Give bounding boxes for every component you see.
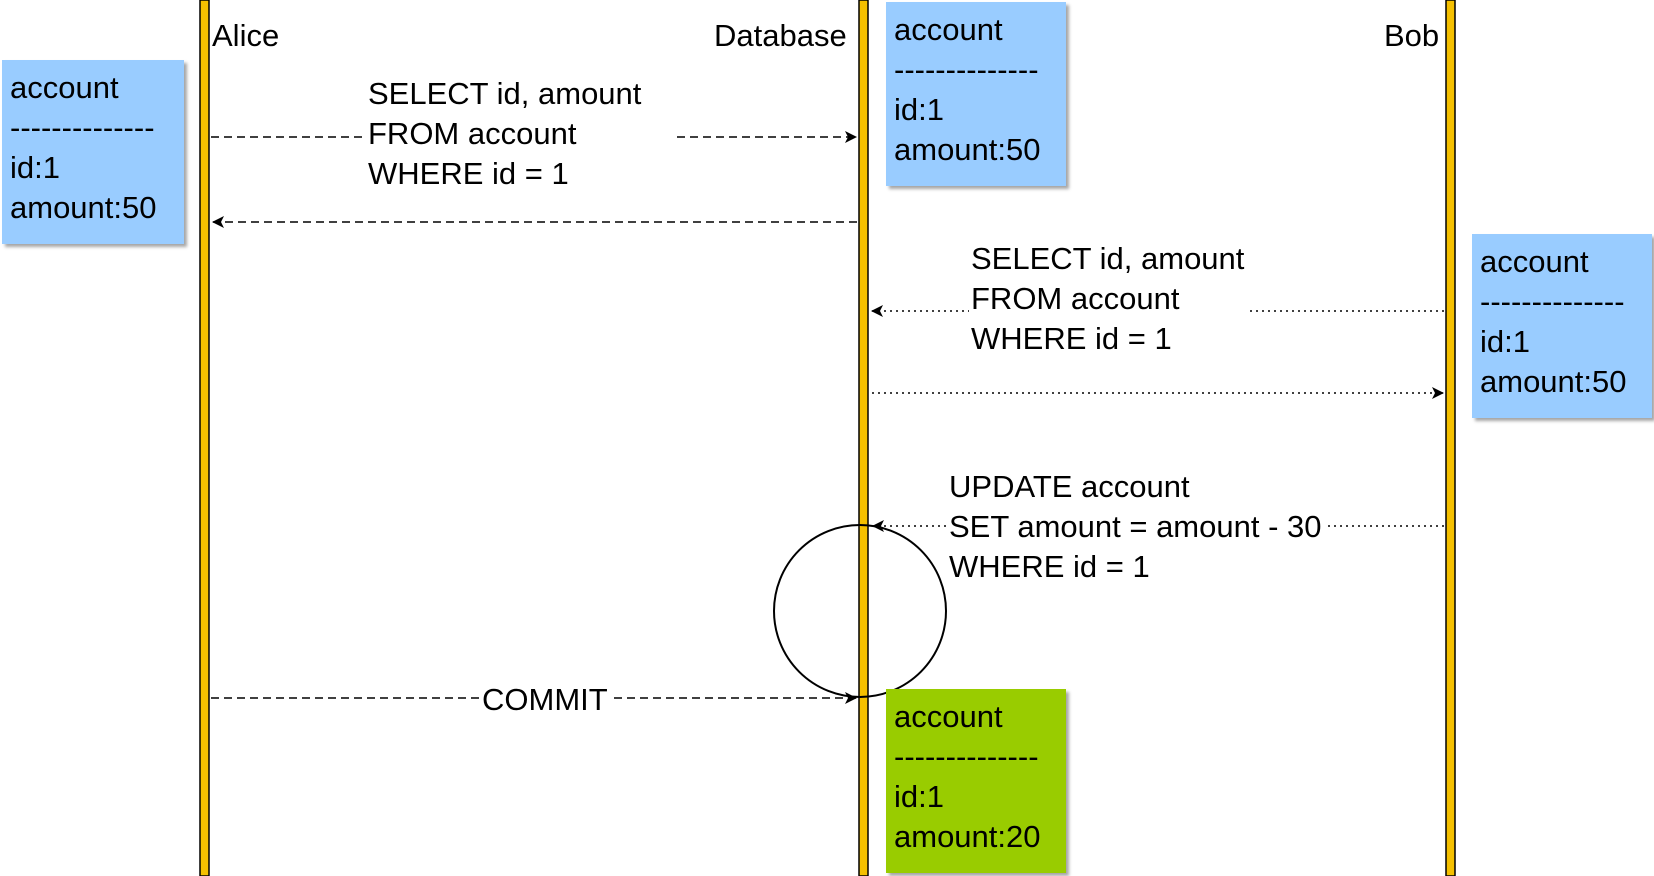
bob-record-table: account xyxy=(1480,244,1589,279)
bob-select-line-1: SELECT id, amount xyxy=(971,241,1245,276)
bob-record-separator: -------------- xyxy=(1480,284,1625,319)
db-final-record-table: account xyxy=(894,699,1003,734)
db-initial-record-separator: -------------- xyxy=(894,52,1039,87)
db-final-record-id: id:1 xyxy=(894,779,944,814)
bob-participant-label: Bob xyxy=(1384,18,1440,53)
alice-record-amount: amount:50 xyxy=(10,190,157,225)
db-initial-record-id: id:1 xyxy=(894,92,944,127)
bob-record-id: id:1 xyxy=(1480,324,1530,359)
alice-record-separator: -------------- xyxy=(10,110,155,145)
alice-select-line-2: FROM account xyxy=(368,116,577,151)
alice-record-table: account xyxy=(10,70,119,105)
lock-wait-circle xyxy=(773,524,947,698)
db-final-record-amount: amount:20 xyxy=(894,819,1041,854)
bob-select-line-3: WHERE id = 1 xyxy=(971,321,1172,356)
db-initial-record-amount: amount:50 xyxy=(894,132,1041,167)
bob-select-message: SELECT id, amount FROM account WHERE id … xyxy=(969,239,1247,359)
alice-participant-label: Alice xyxy=(212,18,280,53)
alice-account-record: account -------------- id:1 amount:50 xyxy=(2,60,184,244)
bob-record-amount: amount:50 xyxy=(1480,364,1627,399)
database-participant-label: Database xyxy=(714,18,847,53)
alice-lifeline xyxy=(199,0,210,876)
bob-update-line-3: WHERE id = 1 xyxy=(949,549,1150,584)
bob-lifeline xyxy=(1445,0,1456,876)
db-initial-record-table: account xyxy=(894,12,1003,47)
alice-record-id: id:1 xyxy=(10,150,60,185)
database-lifeline xyxy=(858,0,869,876)
bob-update-line-2: SET amount = amount - 30 xyxy=(949,509,1322,544)
database-committed-account-record: account -------------- id:1 amount:20 xyxy=(886,689,1066,873)
db-final-record-separator: -------------- xyxy=(894,739,1039,774)
alice-commit-message: COMMIT xyxy=(480,680,610,720)
alice-select-message: SELECT id, amount FROM account WHERE id … xyxy=(366,74,644,194)
bob-account-record: account -------------- id:1 amount:50 xyxy=(1472,234,1652,418)
alice-select-line-3: WHERE id = 1 xyxy=(368,156,569,191)
bob-select-line-2: FROM account xyxy=(971,281,1180,316)
database-initial-account-record: account -------------- id:1 amount:50 xyxy=(886,2,1066,186)
bob-update-message: UPDATE account SET amount = amount - 30 … xyxy=(947,467,1324,587)
bob-update-line-1: UPDATE account xyxy=(949,469,1190,504)
alice-select-line-1: SELECT id, amount xyxy=(368,76,642,111)
